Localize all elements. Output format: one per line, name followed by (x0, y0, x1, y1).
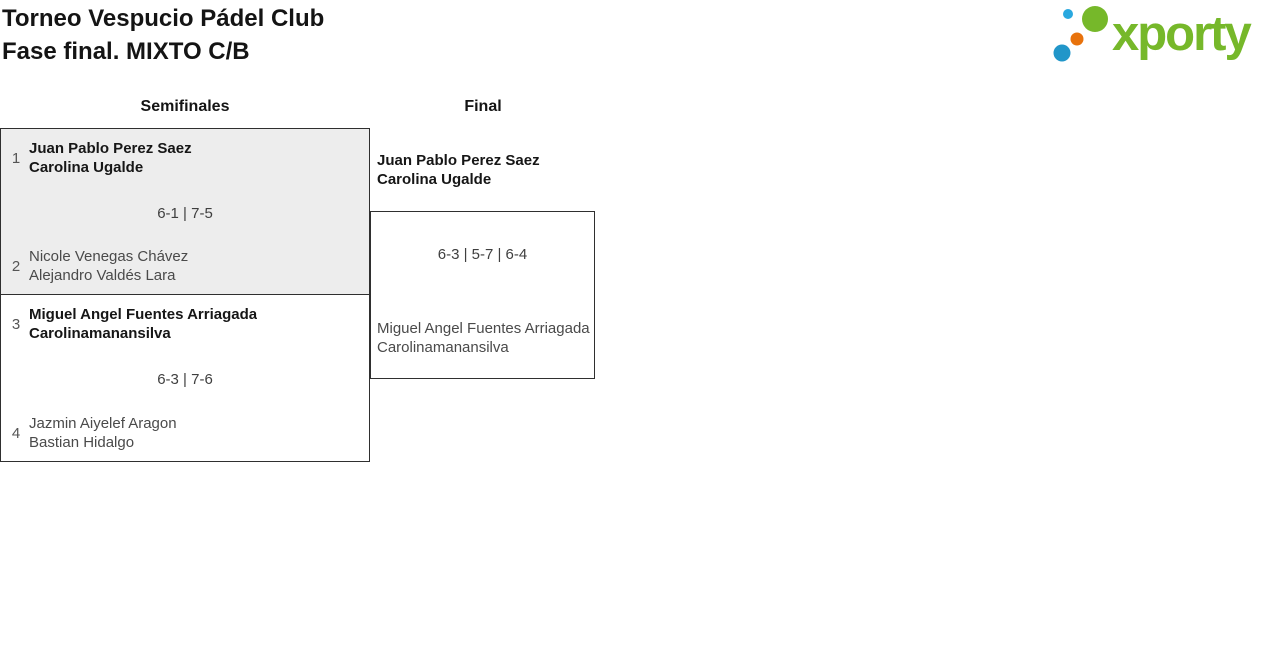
sf2-seed-bottom: 4 (11, 424, 21, 442)
sf1-seed-top: 1 (11, 149, 21, 167)
player-name: Miguel Angel Fuentes Arriagada (377, 320, 590, 337)
player-name: Juan Pablo Perez Saez (377, 152, 540, 169)
player-name: Carolinamanansilva (377, 339, 509, 356)
round-label-semifinals: Semifinales (140, 98, 230, 115)
sf1-score: 6-1 | 7-5 (157, 205, 213, 222)
player-name: Nicole Venegas Chávez (29, 248, 189, 265)
xporty-logo-dots-icon (1053, 6, 1108, 62)
player-name: Alejandro Valdés Lara (29, 267, 176, 284)
sf1-team-bottom-names: Nicole Venegas Chávez Alejandro Valdés L… (29, 247, 188, 285)
player-name: Bastian Hidalgo (29, 434, 135, 451)
final-team-top[interactable]: Juan Pablo Perez Saez Carolina Ugalde (377, 151, 594, 189)
player-name: Carolina Ugalde (377, 171, 492, 188)
sf1-team-top-names: Juan Pablo Perez Saez Carolina Ugalde (29, 139, 192, 177)
tournament-subtitle: Fase final. MIXTO C/B (2, 38, 250, 65)
sf2-team-top-names: Miguel Angel Fuentes Arriagada Carolinam… (29, 305, 257, 343)
sf1-seed-bottom: 2 (11, 257, 21, 275)
sf2-team-top[interactable]: 3 Miguel Angel Fuentes Arriagada Carolin… (7, 305, 361, 343)
sf1-team-top[interactable]: 1 Juan Pablo Perez Saez Carolina Ugalde (7, 139, 361, 177)
page-header: Torneo Vespucio Pádel Club Fase final. M… (2, 2, 324, 68)
final-score: 6-3 | 5-7 | 6-4 (437, 246, 528, 263)
sf2-score: 6-3 | 7-6 (157, 371, 213, 388)
player-name: Carolinamanansilva (29, 325, 171, 342)
semifinal-match-2[interactable]: 3 Miguel Angel Fuentes Arriagada Carolin… (0, 294, 370, 462)
semifinal-match-1[interactable]: 1 Juan Pablo Perez Saez Carolina Ugalde … (0, 128, 370, 295)
final-match[interactable]: 6-3 | 5-7 | 6-4 (370, 211, 595, 379)
player-name: Jazmin Aiyelef Aragon (29, 415, 177, 432)
player-name: Carolina Ugalde (29, 159, 144, 176)
xporty-logo[interactable]: xporty (1052, 4, 1252, 66)
sf1-team-bottom[interactable]: 2 Nicole Venegas Chávez Alejandro Valdés… (7, 247, 361, 285)
xporty-logo-text: xporty (1112, 7, 1252, 61)
sf2-team-bottom[interactable]: 4 Jazmin Aiyelef Aragon Bastian Hidalgo (7, 414, 361, 452)
tournament-title: Torneo Vespucio Pádel Club (2, 5, 325, 32)
sf2-seed-top: 3 (11, 315, 21, 333)
final-team-bottom[interactable]: Miguel Angel Fuentes Arriagada Carolinam… (377, 319, 594, 357)
player-name: Miguel Angel Fuentes Arriagada (29, 306, 258, 323)
round-label-final: Final (464, 98, 502, 115)
sf2-team-bottom-names: Jazmin Aiyelef Aragon Bastian Hidalgo (29, 414, 177, 452)
player-name: Juan Pablo Perez Saez (29, 140, 192, 157)
